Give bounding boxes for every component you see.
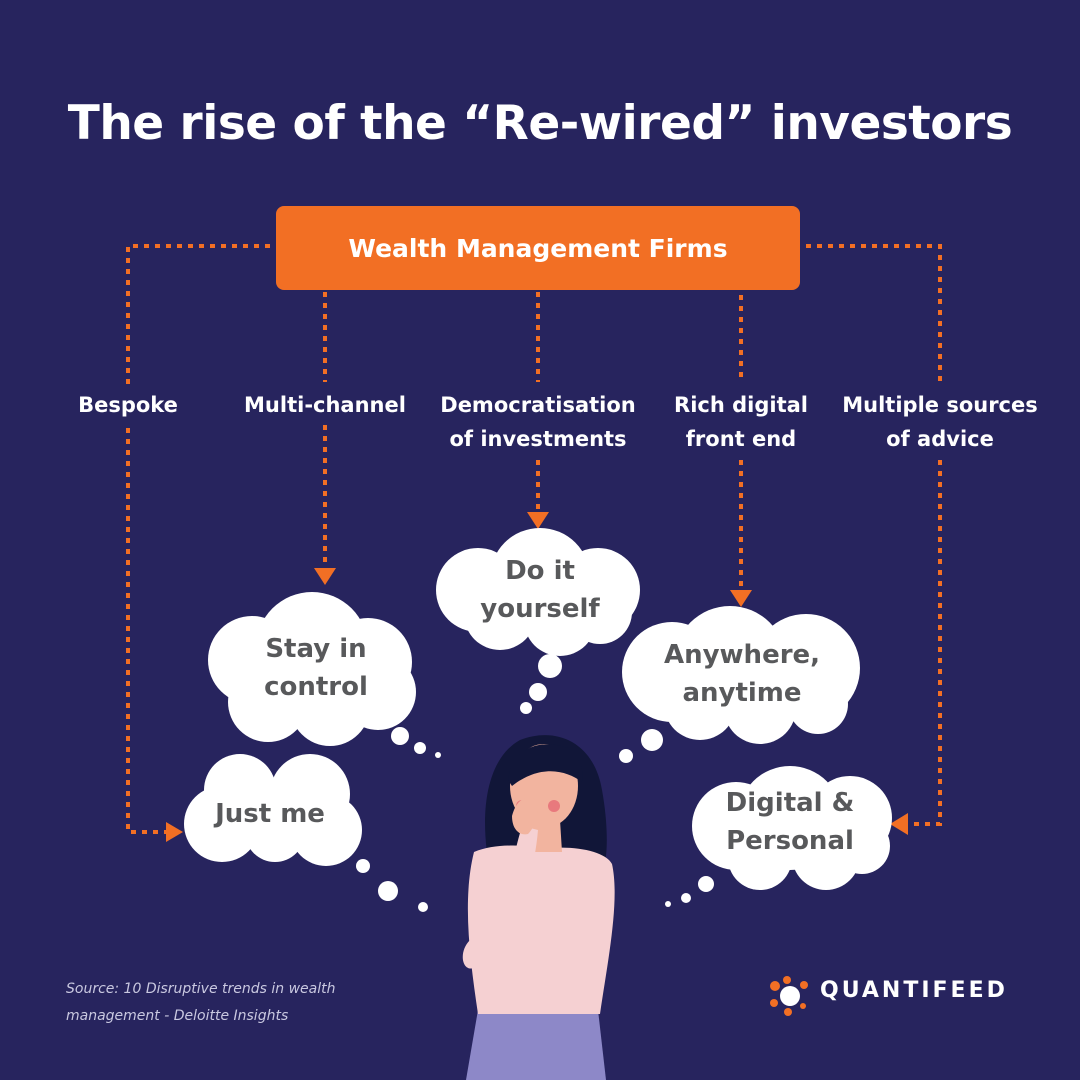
arrow-just-me bbox=[166, 822, 183, 842]
arrow-do-it-yourself bbox=[527, 512, 549, 529]
thought-line: Personal bbox=[726, 826, 854, 856]
trend-label-bespoke: Bespoke bbox=[78, 388, 178, 422]
thought-stay-in-control: Stay in control bbox=[264, 630, 368, 706]
source-note: Source: 10 Disruptive trends in wealth m… bbox=[66, 976, 366, 1030]
page-title: The rise of the “Re-wired” investors bbox=[67, 96, 1013, 151]
thought-line: control bbox=[264, 672, 368, 702]
trend-line: of investments bbox=[449, 427, 627, 451]
trend-line: front end bbox=[685, 427, 797, 451]
arrow-stay-in-control bbox=[314, 568, 336, 585]
trend-line: Bespoke bbox=[78, 393, 178, 417]
connector-bespoke bbox=[126, 244, 270, 834]
hub-box: Wealth Management Firms bbox=[276, 206, 800, 290]
cloud-digital-personal bbox=[665, 766, 892, 907]
trend-label-rich-digital: Rich digital front end bbox=[674, 388, 808, 456]
thought-line: anytime bbox=[682, 678, 802, 708]
trend-label-multichannel: Multi-channel bbox=[244, 388, 406, 422]
jeans bbox=[466, 1010, 606, 1080]
cheek-right bbox=[548, 800, 560, 812]
thinking-woman-illustration bbox=[462, 735, 615, 1080]
trend-label-democratisation: Democratisation of investments bbox=[440, 388, 635, 456]
brand-name: QUANTIFEED bbox=[820, 978, 1008, 1003]
cloud-just-me bbox=[184, 754, 428, 912]
arrow-anywhere bbox=[730, 590, 752, 607]
hand bbox=[512, 797, 538, 835]
quantifeed-logo-icon bbox=[770, 976, 808, 1016]
thought-digital-personal: Digital & Personal bbox=[726, 784, 855, 860]
arrow-digital-personal bbox=[890, 813, 908, 835]
thought-line: Digital & bbox=[725, 788, 855, 818]
forearm bbox=[506, 826, 538, 904]
thought-just-me: Just me bbox=[215, 795, 325, 833]
thought-line: Do it bbox=[505, 556, 575, 586]
trend-line: Rich digital bbox=[674, 393, 808, 417]
trend-line: Multiple sources bbox=[842, 393, 1038, 417]
thought-line: Just me bbox=[215, 799, 325, 829]
torso bbox=[467, 845, 615, 1014]
trend-line: Multi-channel bbox=[244, 393, 406, 417]
arm bbox=[462, 898, 562, 969]
arrowheads bbox=[166, 512, 908, 842]
thought-anywhere-anytime: Anywhere, anytime bbox=[664, 636, 820, 712]
thought-line: Stay in bbox=[265, 634, 367, 664]
trend-label-multiple-sources: Multiple sources of advice bbox=[842, 388, 1038, 456]
brand-logo: QUANTIFEED bbox=[768, 978, 1008, 1003]
thought-line: yourself bbox=[480, 594, 600, 624]
connector-multiple-sources bbox=[806, 244, 942, 826]
source-line: Source: 10 Disruptive trends in wealth bbox=[66, 981, 336, 997]
thought-do-it-yourself: Do it yourself bbox=[480, 552, 599, 628]
trend-line: of advice bbox=[886, 427, 994, 451]
trend-line: Democratisation bbox=[440, 393, 636, 417]
neck bbox=[528, 820, 562, 852]
cloud-stay-in-control bbox=[208, 592, 441, 758]
cloud-anywhere-anytime bbox=[619, 606, 860, 763]
fringe bbox=[508, 744, 583, 786]
hub-label: Wealth Management Firms bbox=[348, 233, 728, 263]
connectors bbox=[126, 244, 942, 834]
cloud-do-it-yourself bbox=[436, 528, 640, 714]
source-line: management - Deloitte Insights bbox=[66, 1008, 289, 1024]
thought-line: Anywhere, bbox=[663, 640, 821, 670]
